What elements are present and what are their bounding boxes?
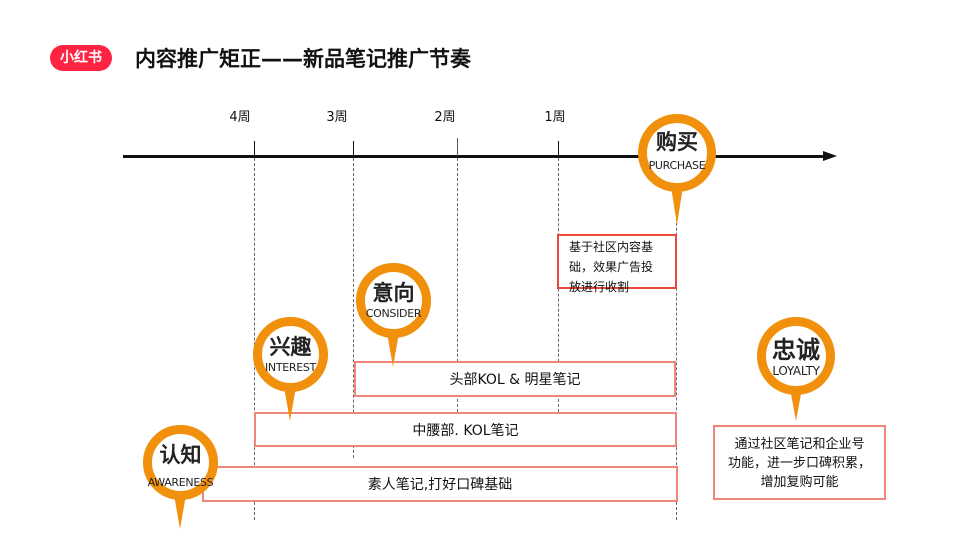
tick-week-2 [457, 138, 458, 156]
pin-loyalty-en: LOYALTY [772, 364, 820, 378]
bar-koc: 素人笔记,打好口碑基础 [202, 466, 678, 502]
purchase-note-line-2: 础，效果广告投 [569, 260, 654, 274]
tick-week-3 [353, 141, 354, 156]
guide-line-week-2 [457, 158, 458, 412]
pin-purchase: 购买 PURCHASE [638, 114, 716, 225]
xiaohongshu-logo: 小红书 [50, 45, 112, 71]
tick-week-4 [254, 141, 255, 156]
loyalty-note-line-3: 增加复购可能 [760, 475, 839, 490]
pin-interest-cn: 兴趣 [269, 335, 312, 359]
purchase-note: 基于社区内容基 础，效果广告投 放进行收割 [557, 234, 677, 294]
bar-top-kol: 头部KOL & 明星笔记 [354, 361, 676, 397]
week-label-4: 4周 [229, 110, 251, 125]
pin-consider-ring [356, 263, 431, 338]
bar-koc-label: 素人笔记,打好口碑基础 [367, 477, 513, 493]
pin-consider-cn: 意向 [372, 281, 415, 305]
week-label-2: 2周 [434, 110, 456, 125]
guide-line-week-3 [353, 158, 354, 458]
pin-interest: 兴趣 INTEREST [253, 317, 328, 421]
pin-awareness: 认知 AWARENESS [143, 425, 218, 529]
pin-loyalty: 忠诚 LOYALTY [757, 317, 835, 421]
bar-mid-kol: 中腰部. KOL笔记 [254, 412, 677, 447]
pin-consider-en: CONSIDER [365, 307, 422, 320]
pin-loyalty-cn: 忠诚 [772, 336, 820, 364]
bar-top-kol-label: 头部KOL & 明星笔记 [449, 372, 581, 388]
pin-purchase-en: PURCHASE [648, 159, 706, 172]
pin-awareness-ring [143, 425, 218, 500]
tick-week-1 [558, 141, 559, 156]
page-title: 内容推广矩正——新品笔记推广节奏 [135, 47, 471, 71]
guide-line-purchase [676, 158, 677, 520]
axis-arrow-icon [823, 151, 837, 161]
pin-consider: 意向 CONSIDER [356, 263, 431, 367]
purchase-note-line-1: 基于社区内容基 [569, 240, 654, 254]
loyalty-note: 通过社区笔记和企业号 功能，进一步口碑积累， 增加复购可能 [713, 425, 886, 500]
bar-mid-kol-label: 中腰部. KOL笔记 [412, 422, 519, 439]
timeline-axis [123, 155, 823, 158]
pin-interest-en: INTEREST [264, 361, 317, 374]
pin-interest-ring [253, 317, 328, 392]
pin-purchase-ring [638, 114, 716, 192]
week-label-1: 1周 [544, 110, 566, 125]
loyalty-note-line-2: 功能，进一步口碑积累， [727, 456, 871, 471]
guide-line-week-4 [254, 158, 255, 520]
loyalty-note-line-1: 通过社区笔记和企业号 [734, 437, 865, 452]
purchase-note-line-3: 放进行收割 [569, 280, 630, 294]
pin-purchase-cn: 购买 [656, 130, 698, 154]
pin-awareness-en: AWARENESS [147, 476, 214, 489]
pin-loyalty-ring [757, 317, 835, 395]
pin-awareness-cn: 认知 [159, 443, 202, 467]
week-label-3: 3周 [326, 110, 348, 125]
